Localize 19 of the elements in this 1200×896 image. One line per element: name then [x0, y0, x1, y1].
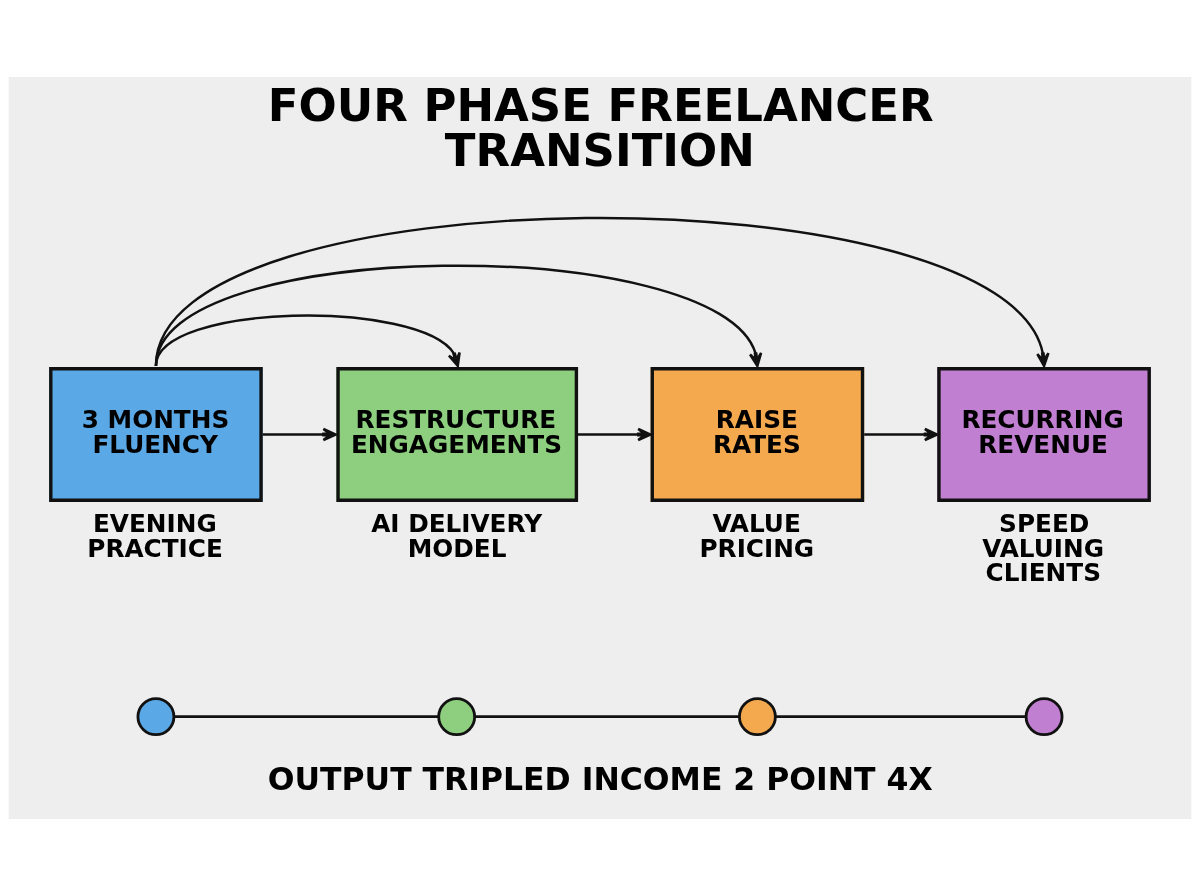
node-circle [136, 697, 176, 737]
arrow [864, 427, 939, 442]
arrow [262, 427, 338, 442]
node-label: EVENING PRACTICE [87, 508, 223, 563]
connector [775, 715, 1026, 719]
node-circle [738, 697, 777, 737]
caption: OUTPUT TRIPLED INCOME 2 POINT 4X [267, 761, 933, 798]
connector [474, 715, 740, 719]
node-label: VALUE PRICING [699, 508, 815, 563]
node-circle [1024, 697, 1064, 737]
arrow [154, 216, 1050, 368]
diagram-title: FOUR PHASE FREELANCER TRANSITION [267, 78, 934, 177]
node-label: SPEED VALUING CLIENTS [982, 508, 1104, 588]
connector [173, 715, 439, 719]
node-label: AI DELIVERY MODEL [371, 508, 543, 563]
arrow [577, 427, 652, 442]
node-circle [437, 697, 477, 737]
arrow [154, 314, 461, 368]
arrow [154, 264, 763, 368]
